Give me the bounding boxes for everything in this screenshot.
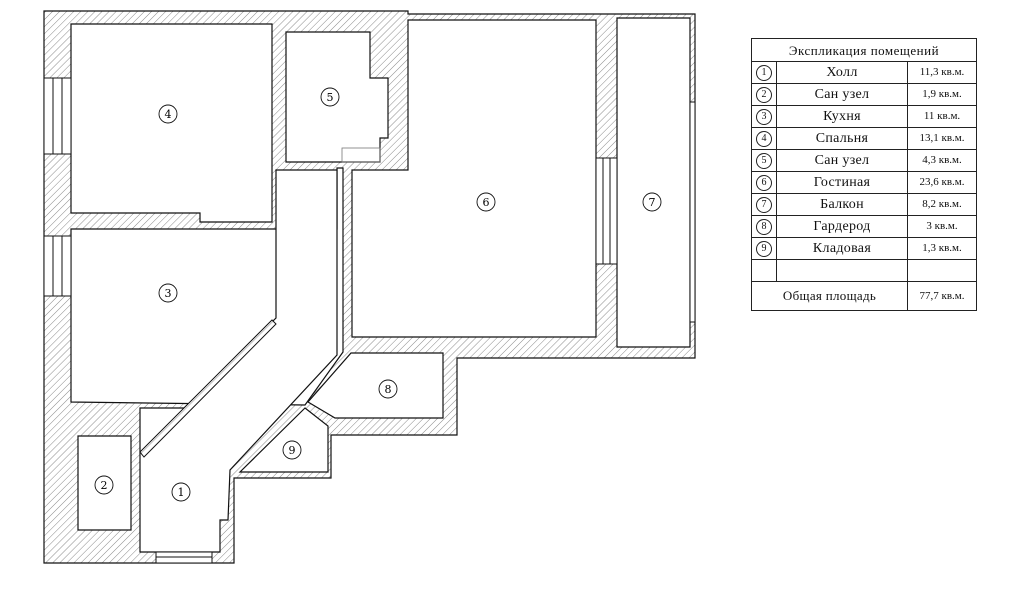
room-number: 1 bbox=[756, 65, 772, 82]
room-balcony bbox=[616, 17, 691, 348]
room-number: 5 bbox=[756, 153, 772, 170]
room-label-1: 1 bbox=[171, 482, 191, 502]
room-number: 9 bbox=[756, 241, 772, 258]
room-label-4: 4 bbox=[158, 104, 178, 124]
room-name: Кладовая bbox=[776, 237, 908, 260]
window-hall bbox=[155, 551, 213, 564]
room-wardrobe bbox=[307, 352, 444, 419]
room-area: 23,6 кв.м. bbox=[907, 171, 977, 194]
room-area: 13,1 кв.м. bbox=[907, 127, 977, 150]
room-area: 8,2 кв.м. bbox=[907, 193, 977, 216]
room-bedroom bbox=[70, 23, 273, 223]
table-row: 3 Кухня 11 кв.м. bbox=[751, 105, 977, 128]
table-row: 2 Сан узел 1,9 кв.м. bbox=[751, 83, 977, 106]
room-label-2: 2 bbox=[94, 475, 114, 495]
bath-fixture bbox=[341, 147, 381, 163]
room-area: 1,3 кв.м. bbox=[907, 237, 977, 260]
table-row: 1 Холл 11,3 кв.м. bbox=[751, 61, 977, 84]
explication-table: Экспликация помещений 1 Холл 11,3 кв.м. … bbox=[751, 38, 977, 311]
svg-text:2: 2 bbox=[101, 479, 108, 492]
room-area: 3 кв.м. bbox=[907, 215, 977, 238]
room-number: 2 bbox=[756, 87, 772, 104]
room-label-7: 7 bbox=[642, 192, 662, 212]
room-living bbox=[351, 19, 597, 338]
svg-text:5: 5 bbox=[327, 91, 334, 104]
room-number: 7 bbox=[756, 197, 772, 214]
room-number: 8 bbox=[756, 219, 772, 236]
room-area: 11,3 кв.м. bbox=[907, 61, 977, 84]
svg-text:1: 1 bbox=[178, 486, 185, 499]
room-name: Холл bbox=[776, 61, 908, 84]
room-area: 1,9 кв.м. bbox=[907, 83, 977, 106]
svg-text:9: 9 bbox=[289, 444, 296, 457]
room-label-5: 5 bbox=[320, 87, 340, 107]
svg-text:3: 3 bbox=[165, 287, 172, 300]
table-row: 8 Гардерод 3 кв.м. bbox=[751, 215, 977, 238]
table-row: 4 Спальня 13,1 кв.м. bbox=[751, 127, 977, 150]
svg-text:6: 6 bbox=[483, 196, 490, 209]
room-name: Сан узел bbox=[776, 83, 908, 106]
room-label-8: 8 bbox=[378, 379, 398, 399]
room-name: Балкон bbox=[776, 193, 908, 216]
room-label-9: 9 bbox=[282, 440, 302, 460]
total-label: Общая площадь bbox=[751, 281, 908, 311]
room-name: Гардерод bbox=[776, 215, 908, 238]
table-row-total: Общая площадь 77,7 кв.м. bbox=[751, 281, 977, 311]
room-label-3: 3 bbox=[158, 283, 178, 303]
diagonal-partition bbox=[139, 319, 277, 458]
window-living bbox=[595, 157, 618, 265]
room-name: Кухня bbox=[776, 105, 908, 128]
room-name: Гостиная bbox=[776, 171, 908, 194]
total-area: 77,7 кв.м. bbox=[907, 281, 977, 311]
table-row-empty bbox=[751, 259, 977, 282]
svg-text:8: 8 bbox=[385, 383, 392, 396]
room-name: Сан узел bbox=[776, 149, 908, 172]
room-name: Спальня bbox=[776, 127, 908, 150]
room-label-6: 6 bbox=[476, 192, 496, 212]
table-row: 9 Кладовая 1,3 кв.м. bbox=[751, 237, 977, 260]
window-bedroom bbox=[43, 77, 72, 155]
window-kitchen bbox=[43, 235, 72, 297]
room-number: 3 bbox=[756, 109, 772, 126]
room-area: 11 кв.м. bbox=[907, 105, 977, 128]
room-area: 4,3 кв.м. bbox=[907, 149, 977, 172]
room-storage bbox=[238, 407, 329, 473]
table-row: 5 Сан узел 4,3 кв.м. bbox=[751, 149, 977, 172]
explication-title: Экспликация помещений bbox=[751, 38, 977, 62]
window-balcony bbox=[689, 101, 696, 323]
floor-plan: 1 2 3 4 5 6 7 8 9 bbox=[43, 10, 696, 564]
svg-text:7: 7 bbox=[649, 196, 656, 209]
table-row: 6 Гостиная 23,6 кв.м. bbox=[751, 171, 977, 194]
room-number: 6 bbox=[756, 175, 772, 192]
table-row: 7 Балкон 8,2 кв.м. bbox=[751, 193, 977, 216]
svg-text:4: 4 bbox=[165, 108, 172, 121]
room-number: 4 bbox=[756, 131, 772, 148]
